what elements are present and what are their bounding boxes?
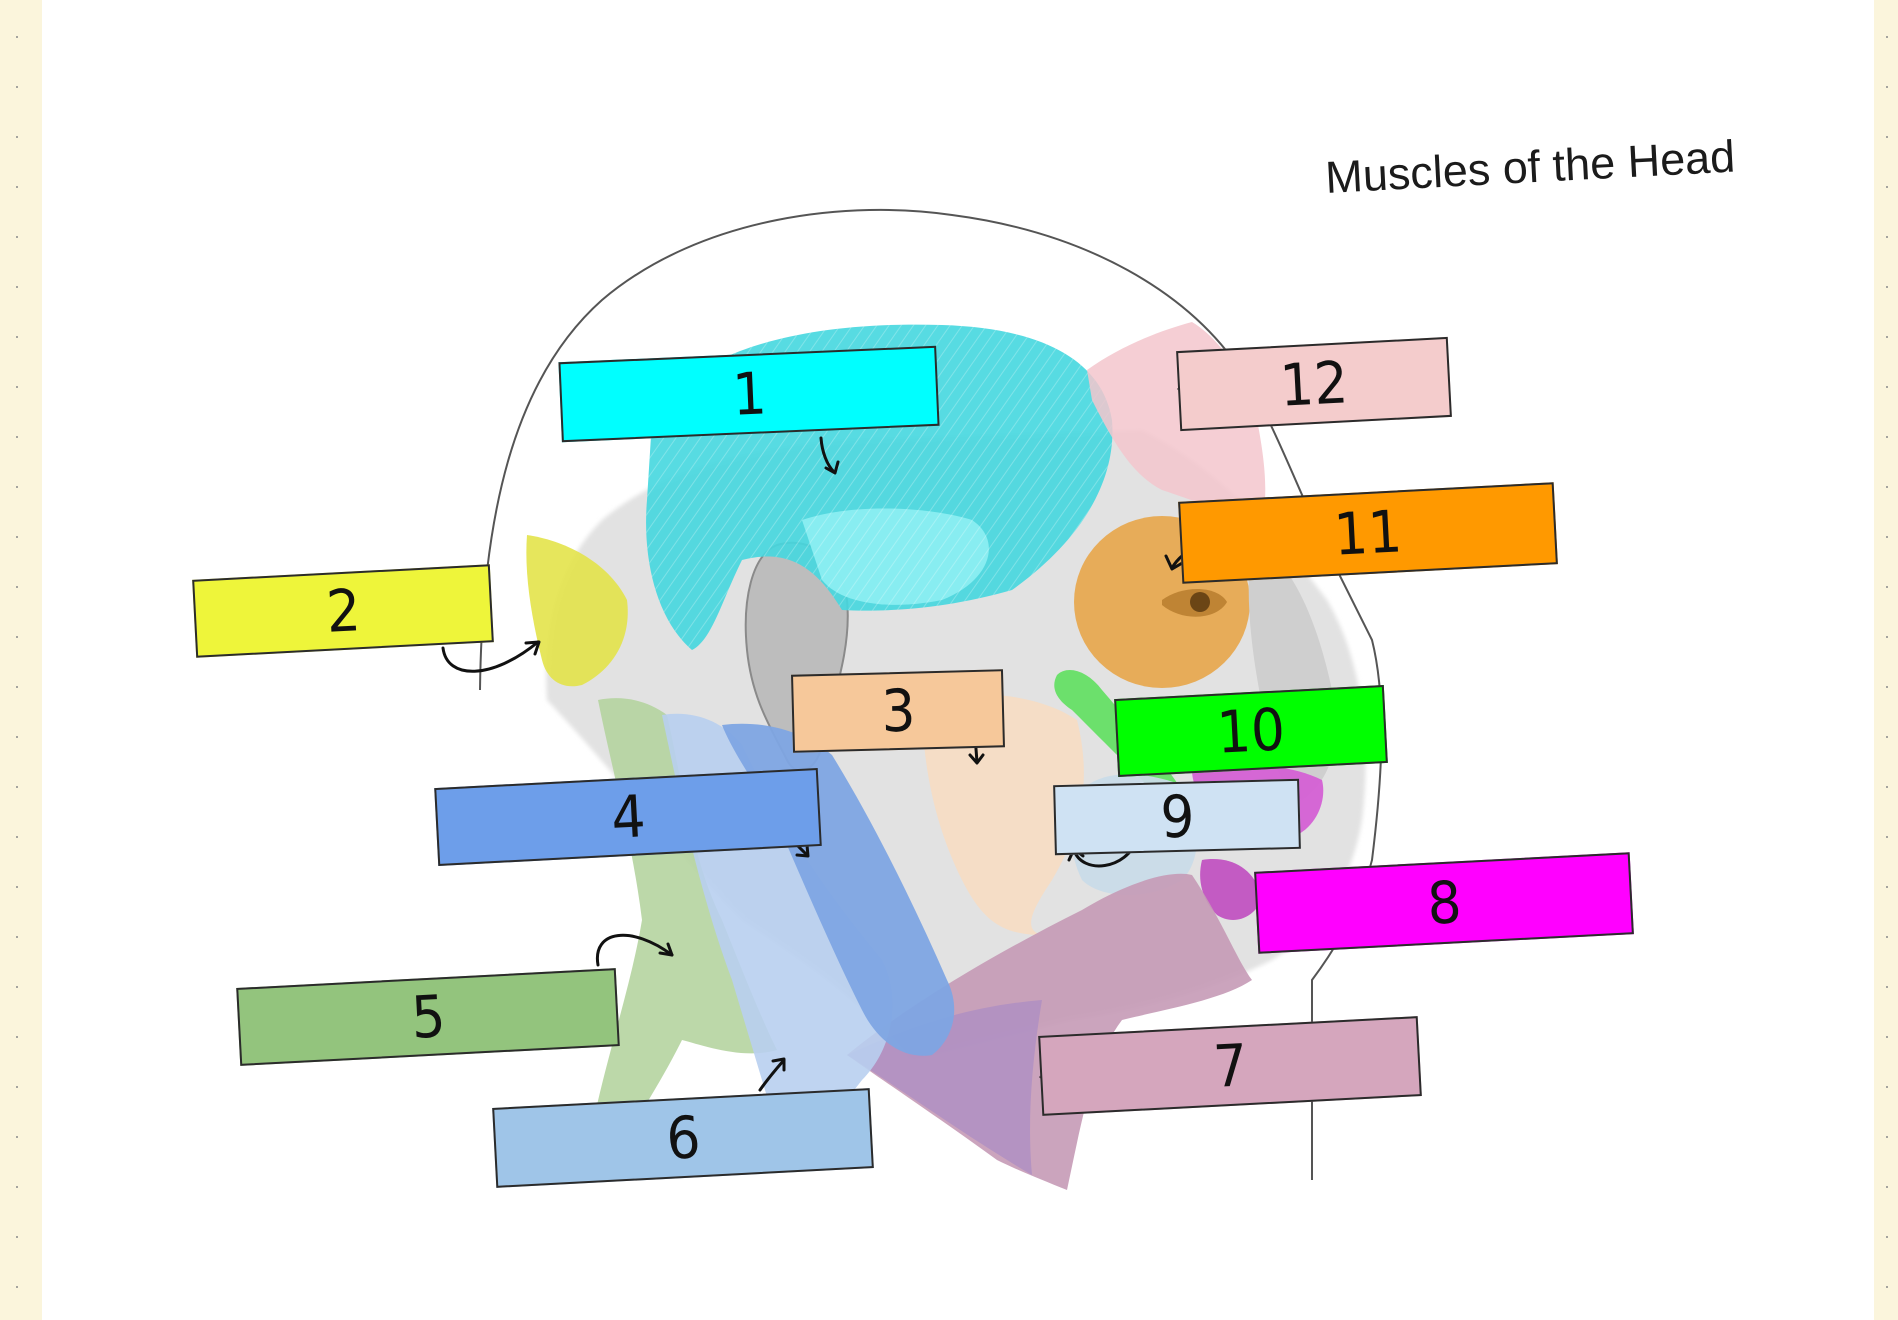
label-number: 7 [1211, 1031, 1249, 1101]
muscle-masseter [922, 694, 1084, 935]
margin-dot [1886, 36, 1888, 38]
margin-dot [16, 36, 18, 38]
head-muscle-diagram [441, 208, 1383, 1190]
label-number: 6 [664, 1103, 702, 1173]
margin-dot [16, 186, 18, 188]
margin-dot [16, 1186, 18, 1188]
label-box-12[interactable]: 12 [1176, 336, 1452, 432]
margin-dot [16, 436, 18, 438]
page-margin-left [0, 0, 42, 1320]
label-number: 10 [1215, 695, 1287, 767]
label-number: 9 [1159, 782, 1195, 852]
margin-dot [1886, 636, 1888, 638]
muscle-occipitalis [526, 535, 628, 687]
margin-dot [16, 236, 18, 238]
label-number: 4 [609, 782, 647, 852]
margin-dot [1886, 386, 1888, 388]
margin-dot [16, 536, 18, 538]
margin-dot [1886, 886, 1888, 888]
margin-dot [16, 636, 18, 638]
margin-dot [16, 86, 18, 88]
margin-dot [1886, 686, 1888, 688]
margin-dot [1886, 336, 1888, 338]
margin-dot [16, 386, 18, 388]
margin-dot [16, 1086, 18, 1088]
label-number: 12 [1278, 348, 1350, 420]
arrow-6 [758, 1058, 786, 1092]
margin-dot [16, 836, 18, 838]
margin-dot [16, 886, 18, 888]
margin-dot [16, 1036, 18, 1038]
margin-dot [1886, 1136, 1888, 1138]
margin-dot [16, 1236, 18, 1238]
margin-dot [16, 736, 18, 738]
margin-dot [16, 1136, 18, 1138]
margin-dot [1886, 1236, 1888, 1238]
label-number: 5 [409, 982, 447, 1052]
margin-dot [1886, 136, 1888, 138]
margin-dot [16, 586, 18, 588]
arrow-5 [595, 933, 674, 967]
margin-dot [1886, 1186, 1888, 1188]
margin-dot [1886, 486, 1888, 488]
margin-dot [1886, 586, 1888, 588]
label-number: 1 [730, 359, 768, 429]
margin-dot [16, 936, 18, 938]
label-box-1[interactable]: 1 [558, 345, 940, 443]
margin-dot [16, 486, 18, 488]
arrow-2 [441, 640, 540, 673]
label-box-3[interactable]: 3 [791, 669, 1005, 753]
margin-dot [1886, 736, 1888, 738]
label-number: 2 [324, 576, 362, 646]
margin-dot [1886, 1086, 1888, 1088]
margin-dot [16, 136, 18, 138]
label-box-2[interactable]: 2 [192, 564, 494, 658]
label-box-10[interactable]: 10 [1114, 684, 1388, 778]
margin-dot [1886, 1036, 1888, 1038]
margin-dot [16, 1286, 18, 1288]
margin-dot [1886, 836, 1888, 838]
margin-dot [1886, 936, 1888, 938]
margin-dot [1886, 86, 1888, 88]
margin-dot [1886, 986, 1888, 988]
margin-dot [16, 686, 18, 688]
label-box-9[interactable]: 9 [1053, 778, 1301, 856]
margin-dot [1886, 786, 1888, 788]
label-number: 11 [1332, 497, 1404, 569]
page-margin-right [1874, 0, 1898, 1320]
margin-dot [1886, 1286, 1888, 1288]
margin-dot [16, 336, 18, 338]
label-number: 3 [880, 676, 916, 746]
margin-dot [1886, 236, 1888, 238]
margin-dot [1886, 436, 1888, 438]
margin-dot [16, 286, 18, 288]
margin-dot [1886, 186, 1888, 188]
margin-dot [1886, 536, 1888, 538]
margin-dot [16, 786, 18, 788]
margin-dot [1886, 286, 1888, 288]
skull-outline [479, 208, 1383, 1180]
margin-dot [16, 986, 18, 988]
label-number: 8 [1425, 868, 1463, 938]
